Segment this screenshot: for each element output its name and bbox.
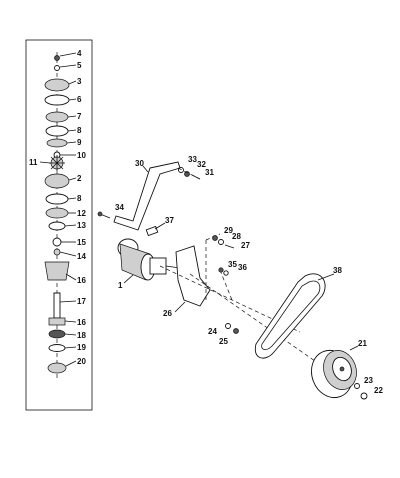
callout-22: 22 <box>374 386 383 395</box>
callout-37: 37 <box>165 216 174 225</box>
bearing-part <box>48 317 66 326</box>
callout-7: 7 <box>77 112 82 121</box>
pump-leader <box>123 274 134 284</box>
callout-32: 32 <box>197 160 206 169</box>
callout-4: 4 <box>77 49 82 58</box>
bearing-housing-part <box>44 261 70 281</box>
callout-16b: 16 <box>77 318 86 327</box>
adjusting-arm <box>113 161 181 231</box>
callout-21: 21 <box>358 339 367 348</box>
callout-27: 27 <box>241 241 250 250</box>
pump-assembly <box>117 238 181 281</box>
callout-11: 11 <box>29 158 38 167</box>
callout-31: 31 <box>205 168 214 177</box>
callout-8b: 8 <box>77 194 82 203</box>
gasket-part-3 <box>45 193 69 205</box>
pulley <box>311 349 357 399</box>
nut-35 <box>218 267 224 273</box>
screw-part <box>54 55 60 61</box>
cover-part <box>44 78 70 92</box>
seal-part <box>46 138 68 148</box>
callout-2: 2 <box>77 174 82 183</box>
plate-part <box>45 111 69 123</box>
gasket-part-2 <box>45 125 69 137</box>
callout-36: 36 <box>238 263 247 272</box>
bolt-27 <box>224 244 235 249</box>
impeller-part <box>49 155 65 171</box>
washer-part <box>54 65 60 71</box>
callout-24: 24 <box>208 327 217 336</box>
callout-15: 15 <box>77 238 86 247</box>
nut-25 <box>233 328 239 334</box>
callout-19: 19 <box>77 343 86 352</box>
washer-part-2 <box>53 248 61 256</box>
gasket-part <box>44 94 70 106</box>
washer-29 <box>212 235 218 241</box>
washer-24 <box>225 323 231 329</box>
callout-23: 23 <box>364 376 373 385</box>
callout-33: 33 <box>188 155 197 164</box>
callout-12: 12 <box>77 209 86 218</box>
pulley-leader <box>349 345 359 351</box>
end-cap-part <box>47 362 67 374</box>
callout-6: 6 <box>77 95 82 104</box>
callout-29: 29 <box>224 226 233 235</box>
shaft-part <box>53 292 61 319</box>
callout-5: 5 <box>77 61 82 70</box>
callout-28: 28 <box>232 232 241 241</box>
plate-part-2 <box>45 207 69 219</box>
callout-34: 34 <box>115 203 124 212</box>
oring-part <box>52 237 62 247</box>
washer-32 <box>184 171 190 177</box>
washer-36 <box>223 270 229 276</box>
callout-38: 38 <box>333 266 342 275</box>
callout-25: 25 <box>219 337 228 346</box>
washer-23 <box>354 383 360 389</box>
exploded-column-bracket <box>25 39 93 411</box>
column-parts <box>44 55 70 374</box>
belt-leader <box>317 273 335 281</box>
callout-16: 16 <box>77 276 86 285</box>
callout-30: 30 <box>135 159 144 168</box>
callout-20: 20 <box>77 357 86 366</box>
callout-3: 3 <box>77 77 82 86</box>
callout-1: 1 <box>118 281 123 290</box>
callout-17: 17 <box>77 297 86 306</box>
bracket-leader <box>174 301 186 313</box>
callout-14: 14 <box>77 252 86 261</box>
snap-ring-part <box>48 344 66 352</box>
housing-part <box>44 173 70 189</box>
bearing-race-part <box>48 329 66 339</box>
drive-belt <box>254 273 326 359</box>
callout-labels: 4 5 3 6 7 8 9 10 11 2 8 12 13 15 14 16 1… <box>29 49 383 395</box>
arm-leader <box>142 165 149 173</box>
column-leader-lines <box>39 52 77 367</box>
seal-part-2 <box>48 221 66 231</box>
bolt-22 <box>360 392 368 400</box>
callout-18: 18 <box>77 331 86 340</box>
fitting-37 <box>145 225 159 237</box>
callout-26: 26 <box>163 309 172 318</box>
callout-35: 35 <box>228 260 237 269</box>
nut-28 <box>218 239 224 245</box>
callout-9: 9 <box>77 138 82 147</box>
callout-13: 13 <box>77 221 86 230</box>
callout-10: 10 <box>77 151 86 160</box>
callout-8: 8 <box>77 126 82 135</box>
